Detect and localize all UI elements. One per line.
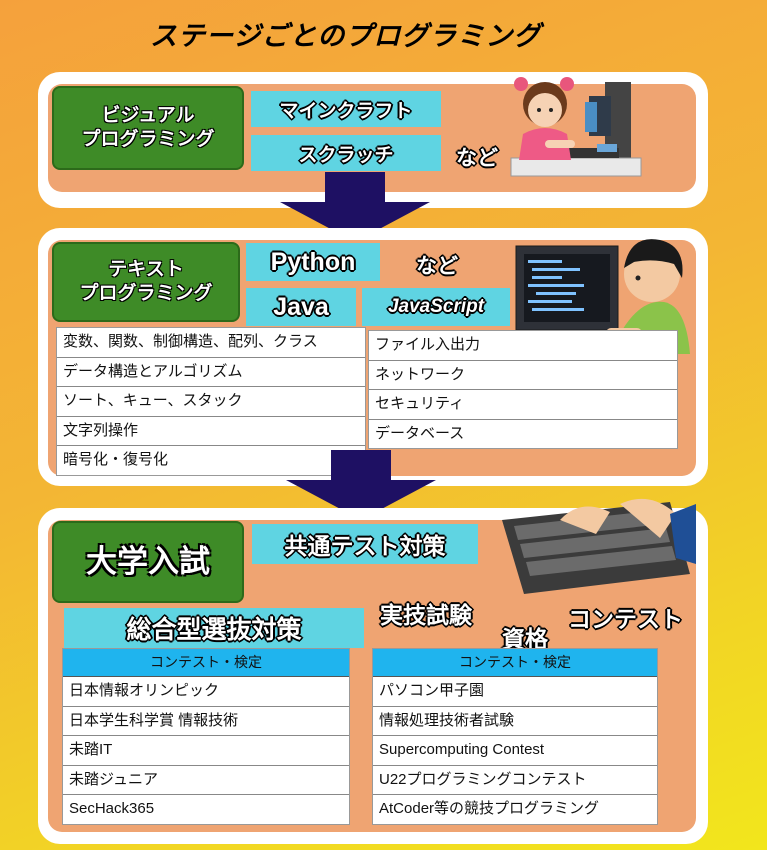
down-arrow-1 <box>280 172 430 246</box>
stage2-left-topics: 変数、関数、制御構造、配列、クラス データ構造とアルゴリズム ソート、キュー、ス… <box>56 327 366 476</box>
contest-label: コンテスト <box>568 607 683 633</box>
visual-programming-label: ビジュアルプログラミング <box>52 86 244 170</box>
stage2-right-topics: ファイル入出力 ネットワーク セキュリティ データベース <box>368 330 678 449</box>
list-item: 文字列操作 <box>57 417 365 446</box>
table-row: 未踏ジュニア <box>63 766 349 795</box>
minecraft-label: マインクラフト <box>251 91 441 127</box>
table-row: 情報処理技術者試験 <box>373 707 657 736</box>
table-header: コンテスト・検定 <box>63 649 349 677</box>
list-item: セキュリティ <box>369 390 677 420</box>
table-row: U22プログラミングコンテスト <box>373 766 657 795</box>
list-item: 暗号化・復号化 <box>63 451 169 468</box>
table-row: 日本情報オリンピック <box>63 677 349 707</box>
stage3-right-table: コンテスト・検定 パソコン甲子園 情報処理技術者試験 Supercomputin… <box>372 648 658 825</box>
stage1-etc-label: など <box>456 146 498 170</box>
list-item: ソート、キュー、スタック <box>57 387 365 417</box>
java-label: Java <box>246 288 356 326</box>
table-row: SecHack365 <box>69 800 155 817</box>
table-row: Supercomputing Contest <box>373 736 657 766</box>
keyboard-hands-illustration <box>502 498 696 594</box>
boy-laptop-illustration <box>515 239 690 354</box>
comprehensive-selection-label: 総合型選抜対策 <box>64 608 364 648</box>
text-programming-label: テキストプログラミング <box>52 242 240 322</box>
stage3-left-table: コンテスト・検定 日本情報オリンピック 日本学生科学賞 情報技術 未踏IT 未踏… <box>62 648 350 825</box>
common-test-label: 共通テスト対策 <box>252 524 478 564</box>
list-item: データベース <box>375 424 465 442</box>
down-arrow-2 <box>286 450 436 524</box>
girl-computer-illustration <box>510 77 642 177</box>
python-label: Python <box>246 243 380 281</box>
table-row: 日本学生科学賞 情報技術 <box>63 707 349 736</box>
practical-exam-label: 実技試験 <box>380 603 472 629</box>
table-row: パソコン甲子園 <box>373 677 657 707</box>
table-row: AtCoder等の競技プログラミング <box>379 800 600 817</box>
stage2-etc-label: など <box>416 254 458 278</box>
list-item: 変数、関数、制御構造、配列、クラス <box>57 328 365 358</box>
page-title: ステージごとのプログラミング <box>150 21 542 52</box>
scratch-label: スクラッチ <box>251 135 441 171</box>
list-item: ファイル入出力 <box>369 331 677 361</box>
table-row: 未踏IT <box>63 736 349 766</box>
javascript-label: JavaScript <box>362 288 510 326</box>
list-item: ネットワーク <box>369 361 677 390</box>
university-entrance-label: 大学入試 <box>52 521 244 603</box>
list-item: データ構造とアルゴリズム <box>57 358 365 387</box>
table-header: コンテスト・検定 <box>373 649 657 677</box>
